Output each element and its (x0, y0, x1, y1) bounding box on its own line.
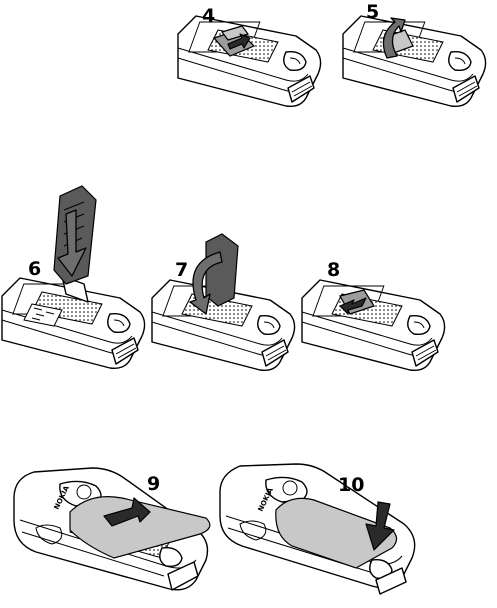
step-5-label: 5 (366, 1, 379, 23)
step-5-illustration (343, 16, 486, 106)
step-8-label: 8 (327, 259, 340, 281)
step-10-label: 10 (338, 474, 364, 496)
step-9-label: 9 (147, 473, 160, 495)
step-7-label: 7 (175, 259, 188, 281)
step-9-illustration: NOKIA (14, 468, 210, 590)
step-6-label: 6 (28, 258, 41, 280)
step-10-illustration: NOKIA (220, 464, 415, 594)
step-6-illustration (2, 276, 145, 368)
step-8-illustration (302, 280, 445, 370)
step-4-illustration (178, 16, 321, 106)
step-4-label: 4 (202, 5, 215, 27)
